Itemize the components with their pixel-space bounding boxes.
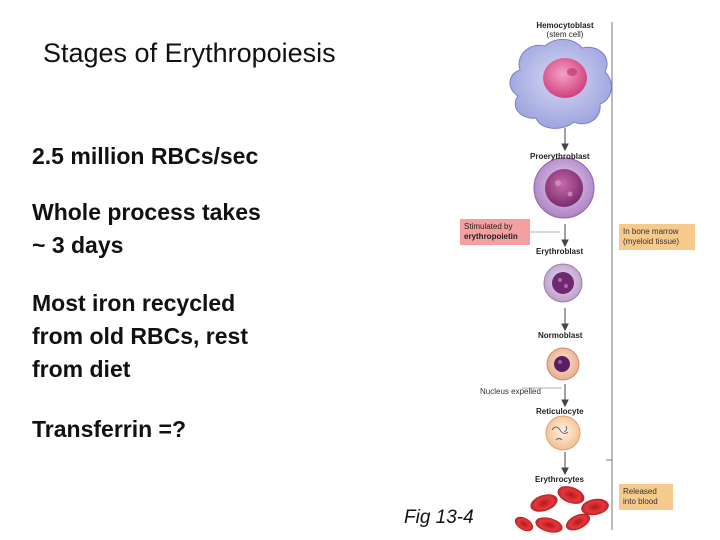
note-line: into blood: [623, 497, 658, 506]
bullet-line: from diet: [32, 356, 131, 382]
stage-label-reticulocyte: Reticulocyte: [536, 407, 584, 416]
erythroblast-cell: [543, 263, 583, 303]
bullet-line: Most iron recycled: [32, 290, 236, 316]
note-line: erythropoietin: [464, 232, 518, 241]
stage-label-erythroblast: Erythroblast: [536, 247, 584, 256]
note-line: Stimulated by: [464, 222, 513, 231]
proerythroblast-cell: [533, 157, 595, 219]
stage-label-proerythroblast: Proerythroblast: [530, 152, 590, 161]
figure-caption: Fig 13-4: [404, 507, 474, 528]
bullet-iron: Most iron recycled from old RBCs, rest f…: [32, 287, 248, 386]
hemocytoblast-cell: [509, 39, 612, 129]
bullet-line: 2.5 million RBCs/sec: [32, 143, 259, 169]
note-line: In bone marrow: [623, 227, 679, 236]
nucleus-expelled-label: Nucleus expelled: [480, 387, 541, 396]
bullet-rbc-rate: 2.5 million RBCs/sec: [32, 140, 258, 173]
note-line: (myeloid tissue): [623, 237, 680, 246]
bone-marrow-note: In bone marrow (myeloid tissue): [619, 224, 695, 250]
erythropoietin-note: Stimulated by erythropoietin: [460, 219, 530, 245]
erythrocyte-cells: [514, 486, 609, 533]
bullet-transferrin: Transferrin =?: [32, 413, 186, 446]
stage-name: Hemocytoblast: [536, 21, 594, 30]
bullet-line: ~ 3 days: [32, 232, 124, 258]
bullet-line: Whole process takes: [32, 199, 261, 225]
stage-label-hemocytoblast: Hemocytoblast (stem cell): [530, 21, 600, 39]
stage-arrows: [561, 128, 569, 476]
stage-subtitle: (stem cell): [546, 30, 584, 39]
slide-title: Stages of Erythropoiesis: [43, 38, 336, 68]
stage-label-erythrocytes: Erythrocytes: [535, 475, 584, 484]
released-into-blood-note: Released into blood: [619, 484, 673, 510]
bullet-line: from old RBCs, rest: [32, 323, 248, 349]
note-line: Released: [623, 487, 657, 496]
reticulocyte-cell: [545, 415, 581, 451]
bullet-line: Transferrin =?: [32, 416, 187, 442]
bullet-duration: Whole process takes ~ 3 days: [32, 196, 261, 262]
normoblast-cell: [546, 347, 580, 381]
stage-label-normoblast: Normoblast: [538, 331, 583, 340]
